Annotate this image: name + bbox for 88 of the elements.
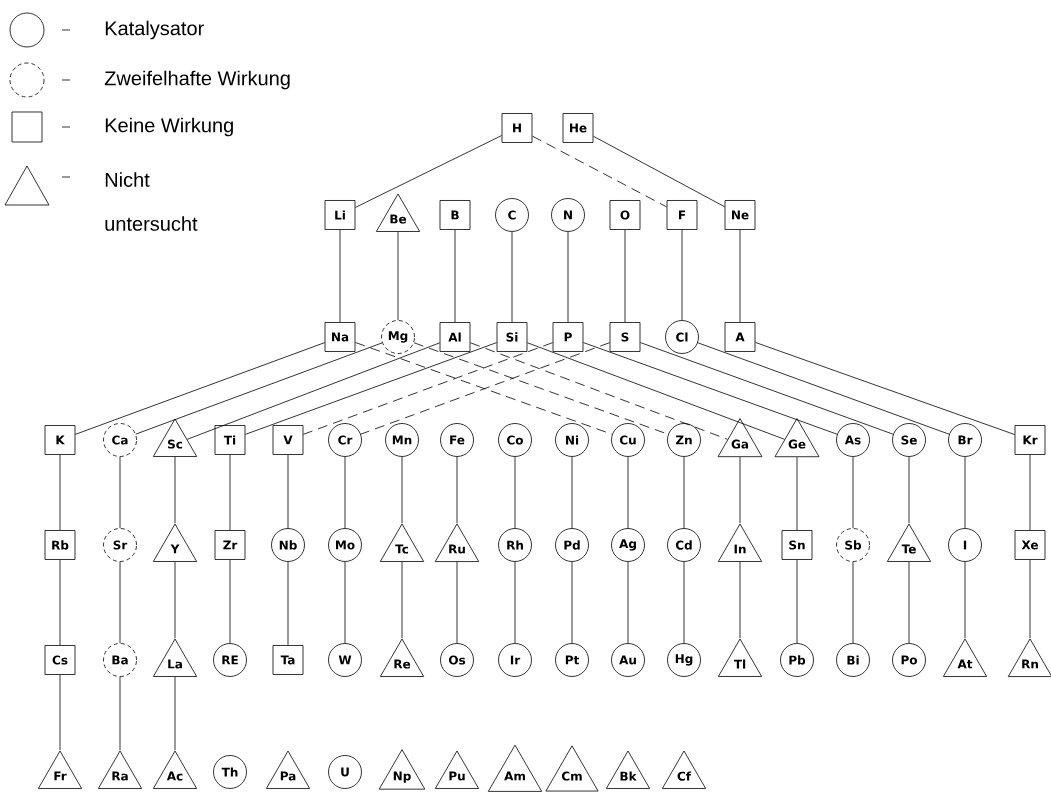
connector-line [456, 561, 458, 644]
process-box: H [501, 113, 533, 143]
legend-text: Katalysator [105, 20, 204, 40]
connector-line [456, 456, 458, 524]
connector-line [59, 674, 61, 751]
connector-line [344, 561, 346, 644]
connector-line [287, 454, 289, 529]
connector-line [59, 559, 61, 646]
process-box: Kr [1014, 425, 1046, 455]
process-box: Ti [214, 425, 246, 455]
connector-line [624, 229, 626, 323]
connector-line [681, 229, 683, 321]
connector-line [532, 135, 667, 208]
connector-line [119, 456, 121, 529]
process-box: P [552, 322, 584, 352]
process-box: Li [324, 200, 356, 230]
process-box: A [724, 322, 756, 352]
legend-text: Nicht untersucht [105, 172, 198, 231]
connector-line [245, 342, 497, 435]
process-box: O [609, 200, 641, 230]
connector-line [174, 676, 176, 751]
connector-line [303, 342, 553, 435]
connector-line [229, 559, 231, 644]
connector-line [1029, 559, 1031, 639]
connector-line [59, 454, 61, 531]
connector-line [964, 561, 966, 639]
process-box: Al [439, 322, 471, 352]
process-box: S [609, 322, 641, 352]
connector-line [683, 456, 685, 529]
connector-line [186, 342, 440, 440]
process-box: He [562, 113, 594, 143]
connector-line [454, 229, 456, 323]
connector-line [593, 135, 725, 208]
process-box: Ta [272, 645, 304, 675]
connector-line [567, 231, 569, 323]
connector-line [1029, 454, 1031, 531]
process-box: Cs [44, 645, 76, 675]
connector-line [583, 342, 838, 435]
connector-line [571, 456, 573, 529]
connector-line [908, 456, 910, 524]
process-box: V [272, 425, 304, 455]
process-box: Xe [1014, 530, 1046, 560]
connector-line [287, 561, 289, 646]
connector-line [739, 229, 741, 323]
connector-line [119, 676, 121, 751]
connector-line [697, 342, 950, 435]
connector-line [627, 561, 629, 644]
connector-line [514, 456, 516, 529]
connector-line [739, 456, 741, 524]
connector-line [174, 456, 176, 524]
legend-text: Keine Wirkung [105, 117, 233, 137]
connector-line [796, 559, 798, 644]
connector-line [344, 456, 346, 529]
legend-text: Zweifelhafte Wirkung [104, 70, 290, 90]
connector-line [527, 342, 785, 440]
process-box: Rb [44, 530, 76, 560]
process-box: Ne [724, 200, 756, 230]
process-box: Na [324, 322, 356, 352]
connector-line [683, 561, 685, 644]
connector-line [908, 561, 910, 644]
connector-line [75, 342, 325, 435]
connector-line [514, 561, 516, 644]
connector-line [135, 342, 383, 435]
connector-line [796, 456, 798, 531]
process-box: K [44, 425, 76, 455]
connector-line [401, 561, 403, 639]
connector-line [640, 342, 894, 435]
connector-line [627, 456, 629, 529]
connector-line [119, 561, 121, 644]
connector-line [739, 561, 741, 639]
process-box: F [666, 200, 698, 230]
process-box: B [439, 200, 471, 230]
connector-line [397, 231, 399, 321]
process-box: Sn [781, 530, 813, 560]
process-box: Zr [214, 530, 246, 560]
connector-line [852, 561, 854, 644]
connector-line [401, 456, 403, 524]
process-box: Si [496, 322, 528, 352]
connector-line [755, 342, 1015, 435]
connector-line [355, 135, 502, 208]
connector-line [229, 454, 231, 531]
connector-line [964, 456, 966, 529]
connector-line [511, 231, 513, 323]
connector-line [339, 229, 341, 323]
connector-line [852, 456, 854, 529]
connector-line [470, 342, 728, 440]
connector-line [571, 561, 573, 644]
connector-line [174, 561, 176, 639]
